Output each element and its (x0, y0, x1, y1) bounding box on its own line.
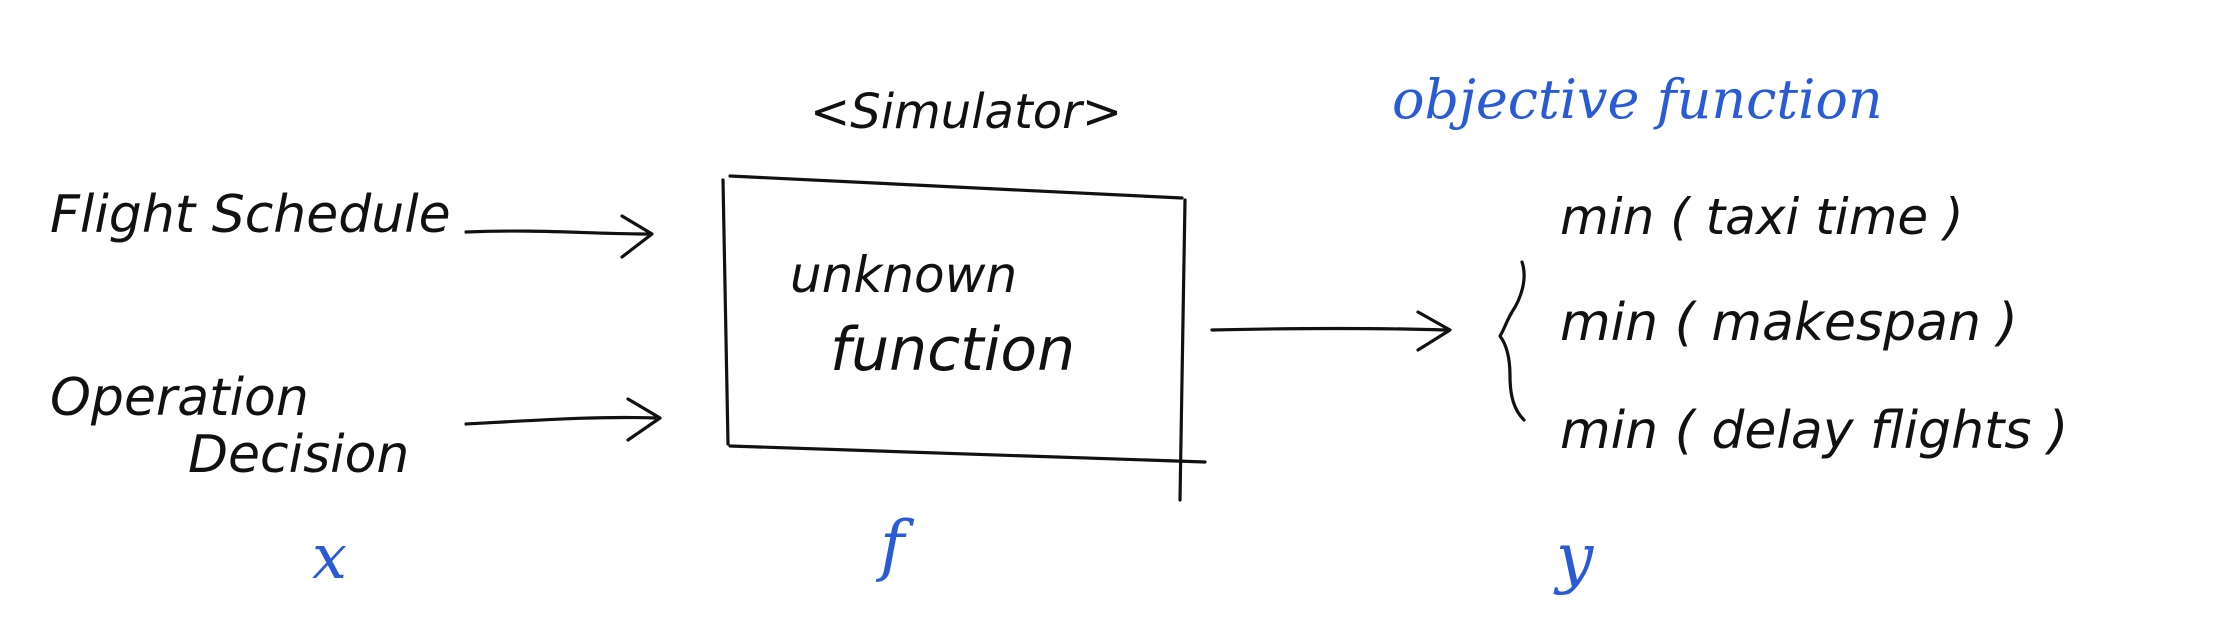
objective-item: min ( taxi time ) (1560, 188, 1964, 246)
objective-item: min ( delay flights ) (1560, 401, 2068, 461)
arrow-operation-decision-to-simulator (464, 397, 662, 442)
output-variable-y: y (1553, 519, 1594, 596)
simulator-variable-f: f (875, 507, 915, 584)
objective-item: min ( makespan ) (1560, 293, 2018, 353)
arrow-simulator-to-objectives (1210, 310, 1452, 352)
simulator-label: <Simulator> (810, 84, 1122, 140)
input-flight-schedule: Flight Schedule (50, 185, 451, 245)
input-decision-label: Decision (188, 425, 409, 485)
input-variable-x: x (312, 520, 347, 593)
objectives-brace (1498, 260, 1526, 422)
simulator-box-line1: unknown (790, 246, 1017, 304)
simulator-box-line2: function (830, 315, 1075, 385)
arrow-flight-schedule-to-simulator (464, 214, 654, 259)
simulator-box (721, 174, 1207, 502)
objective-heading: objective function (1392, 68, 1883, 131)
input-operation-label: Operation (50, 368, 309, 428)
